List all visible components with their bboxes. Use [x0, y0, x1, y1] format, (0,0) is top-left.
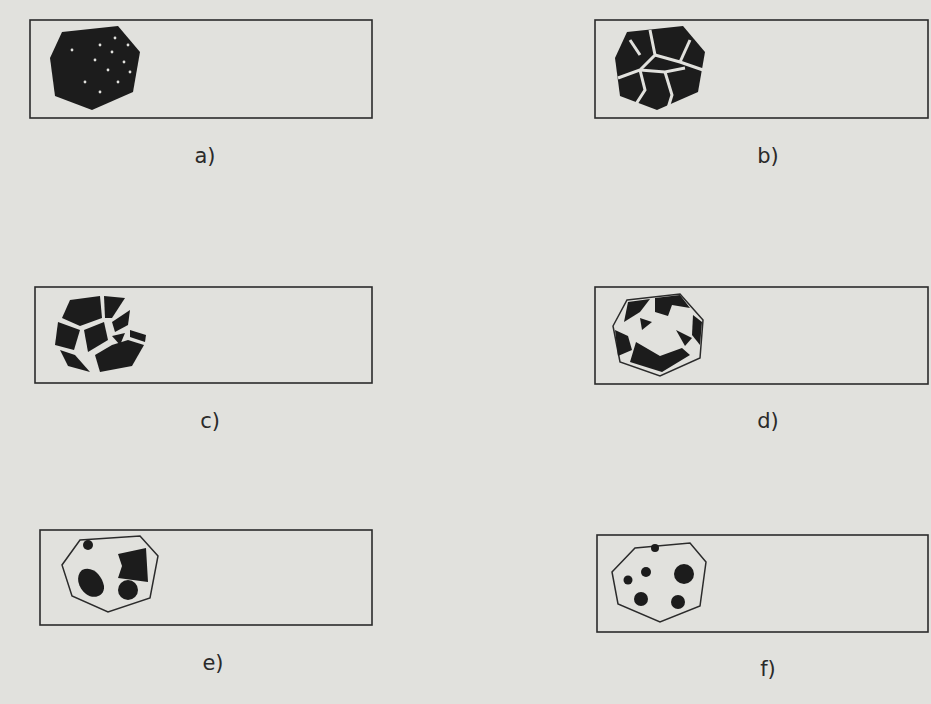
- panel-frame: [30, 20, 372, 118]
- panel-label: b): [757, 146, 779, 167]
- particle-body: [615, 26, 705, 110]
- particle-body: [50, 26, 140, 110]
- shell-with-blobs: [62, 536, 158, 612]
- panel-label: f): [760, 659, 776, 680]
- panel-label: a): [194, 146, 215, 167]
- cracks: [618, 30, 703, 108]
- panel-label: e): [202, 653, 223, 674]
- panel-label: c): [200, 411, 220, 432]
- fragmenting-particle: [55, 296, 146, 372]
- panel-frame: [595, 287, 928, 384]
- panel-frame: [597, 535, 928, 632]
- rim-fragments: [615, 295, 702, 372]
- panel-frames: [30, 20, 928, 632]
- panel-label: d): [757, 411, 779, 432]
- hollow-particle: [613, 294, 703, 376]
- particle-outline: [613, 294, 703, 376]
- panel-frame: [40, 530, 372, 625]
- particle-outline: [62, 536, 158, 612]
- shell-with-droplets: [612, 543, 706, 622]
- particle-outline: [612, 543, 706, 622]
- blobs: [78, 540, 148, 600]
- droplets: [624, 544, 695, 609]
- panel-frame: [35, 287, 372, 383]
- solid-particle: [50, 26, 140, 110]
- panel-frame: [595, 20, 928, 118]
- pores: [71, 37, 132, 94]
- cracked-particle: [615, 26, 705, 110]
